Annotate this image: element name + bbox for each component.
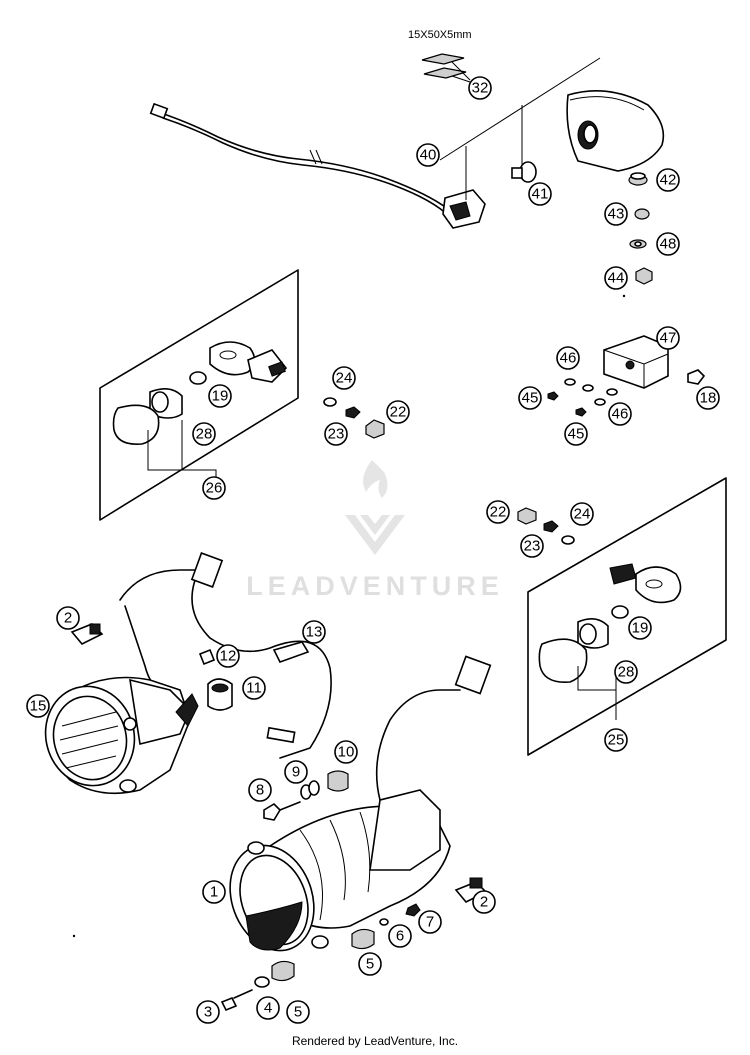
callout-7: 7: [418, 910, 442, 934]
svg-text:15: 15: [30, 698, 47, 715]
callout-22a: 22: [386, 400, 410, 424]
callout-22b: 22: [486, 500, 510, 524]
svg-text:2: 2: [64, 610, 72, 627]
svg-text:48: 48: [660, 236, 677, 253]
svg-text:40: 40: [420, 147, 437, 164]
headlight-15: [44, 552, 332, 795]
svg-text:46: 46: [612, 406, 629, 423]
callout-18: 18: [696, 386, 720, 410]
callout-23a: 23: [324, 422, 348, 446]
callout-48: 48: [656, 232, 680, 256]
svg-text:5: 5: [366, 956, 374, 973]
callout-19a: 19: [208, 384, 232, 408]
callout-24a: 24: [332, 366, 356, 390]
callout-2b: 2: [472, 890, 496, 914]
svg-text:28: 28: [196, 426, 213, 443]
callout-42: 42: [656, 168, 680, 192]
svg-text:8: 8: [256, 782, 264, 799]
svg-text:7: 7: [426, 914, 434, 931]
watermark-text: LEADVENTURE: [246, 571, 504, 601]
dimension-label: 15X50X5mm: [408, 29, 472, 41]
footer-credit: Rendered by LeadVenture, Inc.: [291, 1034, 459, 1048]
svg-text:2: 2: [480, 894, 488, 911]
svg-text:45: 45: [568, 426, 585, 443]
callout-32: 32: [468, 76, 492, 100]
callout-5b: 5: [286, 1000, 310, 1024]
callout-47: 47: [656, 326, 680, 350]
license-light-47: [547, 335, 706, 417]
callouts: 32 40 41 42 43 48 44 47 46 45 46 45 18 1…: [26, 76, 720, 1024]
callout-6: 6: [388, 924, 412, 948]
callout-4: 4: [256, 996, 280, 1020]
callout-44: 44: [604, 266, 628, 290]
callout-15: 15: [26, 694, 50, 718]
callout-2a: 2: [56, 606, 80, 630]
callout-46a: 46: [556, 346, 580, 370]
leadventure-watermark: LEADVENTURE: [246, 460, 504, 601]
callout-23b: 23: [520, 534, 544, 558]
svg-text:24: 24: [336, 370, 353, 387]
callout-24b: 24: [570, 502, 594, 526]
indicator-kit-26: [99, 269, 385, 521]
callout-3: 3: [196, 1000, 220, 1024]
callout-45a: 45: [518, 386, 542, 410]
svg-text:19: 19: [212, 388, 229, 405]
svg-text:1: 1: [210, 884, 218, 901]
svg-text:22: 22: [390, 404, 407, 421]
svg-text:4: 4: [264, 1000, 272, 1017]
rear-light-assembly: 15X50X5mm: [149, 29, 665, 298]
svg-text:22: 22: [490, 504, 507, 521]
callout-8: 8: [248, 778, 272, 802]
svg-text:46: 46: [560, 350, 577, 367]
svg-text:42: 42: [660, 172, 677, 189]
callout-12: 12: [216, 644, 240, 668]
svg-text:6: 6: [396, 928, 404, 945]
svg-text:19: 19: [632, 620, 649, 637]
callout-5a: 5: [358, 952, 382, 976]
callout-19b: 19: [628, 616, 652, 640]
callout-41: 41: [528, 182, 552, 206]
callout-43: 43: [604, 202, 628, 226]
svg-text:12: 12: [220, 648, 237, 665]
callout-28b: 28: [614, 660, 638, 684]
svg-text:47: 47: [660, 330, 677, 347]
svg-text:25: 25: [608, 732, 625, 749]
callout-13: 13: [302, 620, 326, 644]
svg-text:18: 18: [700, 390, 717, 407]
svg-text:24: 24: [574, 506, 591, 523]
callout-9: 9: [284, 760, 308, 784]
callout-1: 1: [202, 880, 226, 904]
indicator-kit-25: [517, 477, 727, 756]
svg-text:43: 43: [608, 206, 625, 223]
svg-text:41: 41: [532, 186, 549, 203]
callout-28a: 28: [192, 422, 216, 446]
svg-text:13: 13: [306, 624, 323, 641]
svg-text:28: 28: [618, 664, 635, 681]
svg-text:32: 32: [472, 80, 489, 97]
callout-40: 40: [416, 143, 440, 167]
callout-10: 10: [334, 740, 358, 764]
svg-text:10: 10: [338, 744, 355, 761]
callout-11: 11: [242, 676, 266, 700]
svg-text:23: 23: [328, 426, 345, 443]
svg-text:45: 45: [522, 390, 539, 407]
headlight-1: [72, 655, 492, 1012]
svg-text:44: 44: [608, 270, 625, 287]
svg-text:11: 11: [246, 680, 262, 697]
callout-46b: 46: [608, 402, 632, 426]
svg-text:26: 26: [206, 480, 223, 497]
svg-text:5: 5: [294, 1004, 302, 1021]
svg-text:3: 3: [204, 1004, 212, 1021]
svg-text:9: 9: [292, 764, 300, 781]
callout-26: 26: [202, 476, 226, 500]
svg-text:23: 23: [524, 538, 541, 555]
callout-45b: 45: [564, 422, 588, 446]
callout-25: 25: [604, 728, 628, 752]
